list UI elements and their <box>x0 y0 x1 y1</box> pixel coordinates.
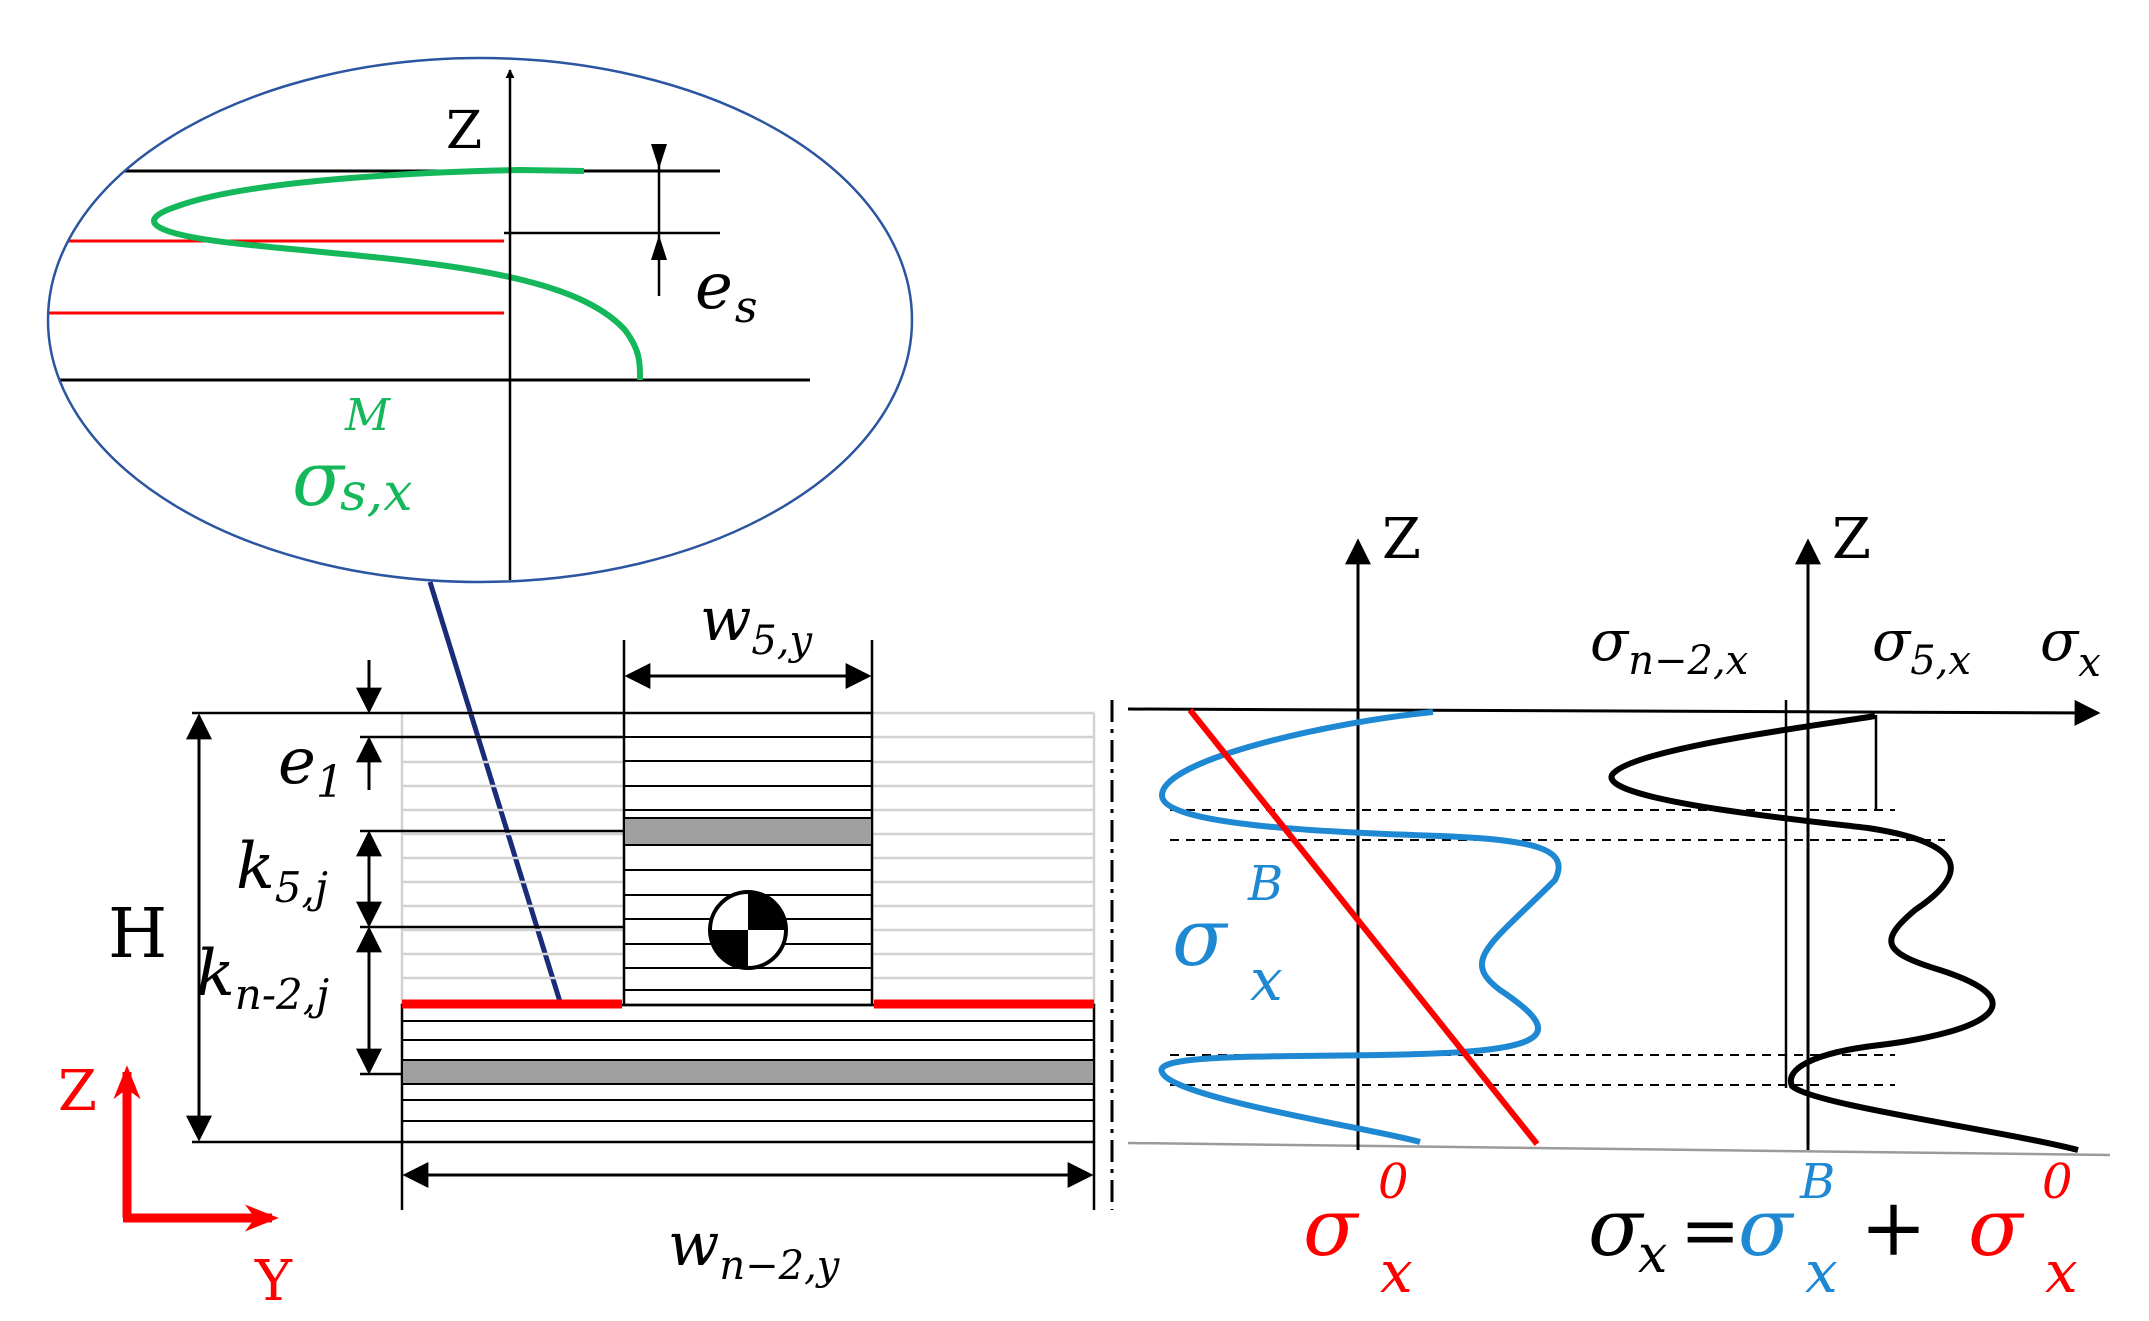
zoom-inset: Z es σ M s,x <box>46 56 914 584</box>
svg-text:σ: σ <box>1588 1181 1645 1274</box>
sigma-b-curve <box>1158 709 1562 1145</box>
dimension-lines <box>192 640 1096 1210</box>
stress-profiles: Z Z σn−2,x σ5,x σx σ B x σ 0 x σ x = σ B <box>1127 507 2111 1306</box>
svg-text:=: = <box>1680 1188 1740 1272</box>
sigma-m-sub: s,x <box>340 463 413 523</box>
sigma-0-sub: x <box>1380 1238 1413 1306</box>
svg-text:x: x <box>1805 1238 1838 1306</box>
flange-grey-layer <box>401 1059 1095 1085</box>
svg-text:σ: σ <box>1968 1181 2025 1274</box>
H-label: H <box>108 895 167 974</box>
ref-top-line <box>1127 699 2101 726</box>
sigma-n2-label: σn−2,x <box>1590 609 1748 684</box>
sigma-m-label: σ <box>292 434 346 523</box>
k5-label: k5,j <box>236 830 328 912</box>
sigma-b-sub: x <box>1250 946 1283 1014</box>
inset-sigma-m-curve <box>151 166 643 381</box>
inset-z-label: Z <box>446 101 482 161</box>
sigma-x-curve <box>1608 713 2079 1153</box>
ref-bottom-line <box>1127 1141 2111 1157</box>
es-arrow-top <box>651 144 667 169</box>
svg-text:σ: σ <box>1738 1181 1795 1274</box>
sigma-b-sup: B <box>1247 856 1283 912</box>
wn-label: wn−2,y <box>668 1210 841 1289</box>
svg-text:B: B <box>1799 1154 1835 1210</box>
sigma-0-sup: 0 <box>1378 1154 1409 1210</box>
zoom-ellipse-outline <box>46 56 914 584</box>
sigma-5-label: σ5,x <box>1872 609 1971 684</box>
web-grey-layer <box>623 817 873 846</box>
es-arrow-bottom <box>651 235 667 260</box>
sigma-0-line <box>1187 708 1540 1146</box>
svg-text:x: x <box>1638 1225 1667 1285</box>
svg-text:x: x <box>2045 1238 2078 1306</box>
z-right-label: Z <box>1832 507 1871 572</box>
es-label: es <box>695 250 757 333</box>
zy-axis-icon: Z Y <box>58 1059 293 1314</box>
e1-label: e1 <box>278 725 344 808</box>
sigma-x-axis-label: σx <box>2040 609 2101 686</box>
w5-label: w5,y <box>700 585 814 664</box>
kn-label: kn-2,j <box>196 937 329 1019</box>
axis-y-label: Y <box>254 1249 293 1314</box>
z-mid-label: Z <box>1382 507 1421 572</box>
svg-text:0: 0 <box>2042 1154 2073 1210</box>
sum-equation: σ x = σ B x + σ 0 x <box>1588 1154 2078 1306</box>
axis-z-label: Z <box>58 1059 97 1124</box>
svg-text:+: + <box>1860 1181 1927 1274</box>
centroid-icon <box>708 890 788 970</box>
zoom-connector <box>427 581 564 1006</box>
sigma-m-sup: M <box>344 390 391 441</box>
sigma-0-main: σ <box>1303 1181 1360 1274</box>
sigma-b-main: σ <box>1172 891 1229 984</box>
